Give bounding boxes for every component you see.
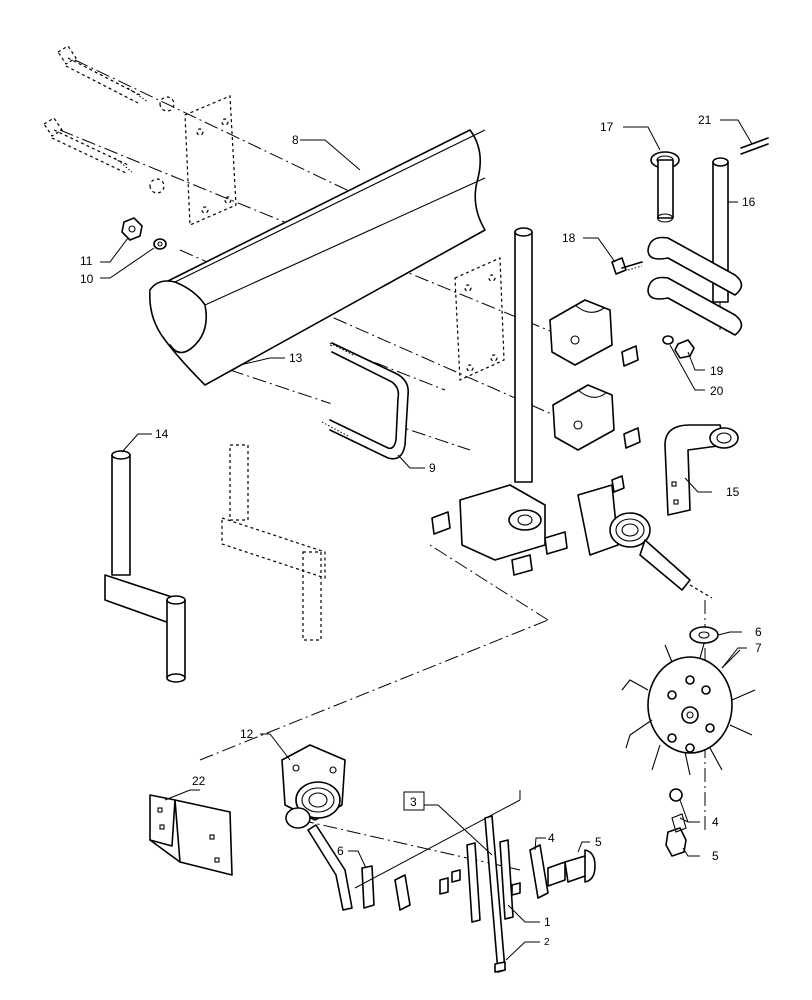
- bracket-phantom: [221, 444, 326, 641]
- callout-numbers: 8 11 10 13 9 14 15 17 21 16 18 19 20 6 7…: [80, 113, 762, 948]
- pivot-bracket: [664, 424, 739, 516]
- vertical-shank: [514, 227, 533, 483]
- mounting-plate: [454, 257, 505, 381]
- rotary-tine-wheel: [621, 626, 756, 857]
- callout-18: 18: [562, 231, 576, 245]
- callout-10: 10: [80, 272, 94, 286]
- callout-12: 12: [240, 727, 254, 741]
- callout-11: 11: [80, 254, 93, 268]
- callout-13: 13: [289, 351, 303, 365]
- leader-lines: [100, 119, 753, 961]
- callout-3-box: [403, 791, 425, 811]
- callout-14: 14: [155, 427, 169, 441]
- spring-arm-assembly: [577, 475, 713, 599]
- callout-4-bottom: 4: [548, 831, 555, 845]
- callout-4-right: 4: [712, 815, 719, 829]
- back-plate: [184, 95, 237, 226]
- nut-and-washer: [121, 217, 167, 250]
- callout-8: 8: [292, 133, 299, 147]
- long-bolts: [43, 45, 175, 194]
- pin-and-link: [611, 137, 769, 359]
- callout-1: 1: [544, 915, 551, 929]
- callout-16: 16: [742, 195, 756, 209]
- tine-arm-assembly: [281, 744, 353, 911]
- callout-5-right: 5: [712, 849, 719, 863]
- callout-3: 3: [410, 795, 417, 809]
- hinge-assembly: [431, 484, 568, 576]
- callout-9: 9: [429, 461, 436, 475]
- callout-5-bottom: 5: [595, 835, 602, 849]
- callout-20: 20: [710, 384, 724, 398]
- callout-22: 22: [192, 774, 206, 788]
- callout-2: 2: [544, 937, 550, 948]
- callout-15: 15: [726, 485, 740, 499]
- clamp-block-upper: [549, 299, 639, 367]
- standard-bracket: [104, 450, 186, 683]
- callout-17: 17: [600, 120, 614, 134]
- callout-7: 7: [755, 641, 762, 655]
- callout-6-top: 6: [755, 625, 762, 639]
- callout-21: 21: [698, 113, 712, 127]
- clamp-block-lower: [552, 384, 641, 451]
- beam-tube: [148, 129, 486, 386]
- wear-plate: [149, 794, 233, 876]
- tine-kit: [361, 815, 596, 973]
- callout-19: 19: [710, 364, 724, 378]
- u-bolt: [321, 342, 410, 460]
- callout-6-bottom: 6: [337, 844, 344, 858]
